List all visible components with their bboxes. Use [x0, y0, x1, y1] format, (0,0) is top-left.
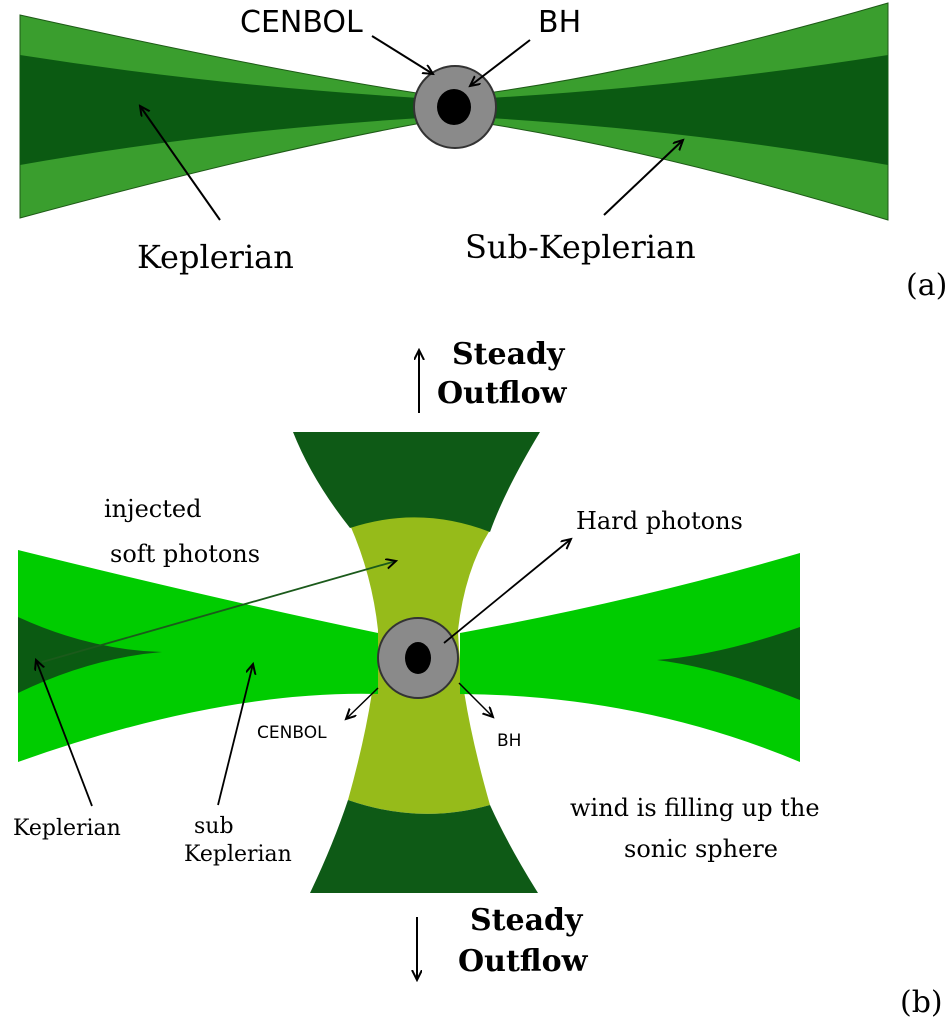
injected-label-line1: injected [104, 495, 201, 523]
panel-label-b: (b) [900, 985, 943, 1020]
left-keplerian-core [18, 617, 162, 693]
right-sub-keplerian-disk [460, 553, 800, 762]
cenbol-label-a: CENBOL [240, 5, 363, 40]
bh-label-a: BH [538, 5, 581, 40]
hard-photons-label: Hard photons [576, 507, 743, 535]
cenbol-arrow-b [346, 687, 379, 719]
sub-keplerian-arrow-a [603, 140, 683, 216]
right-keplerian-core [657, 627, 800, 700]
panel-a: CENBOL BH Keplerian Sub-Keplerian (a) [19, 2, 947, 303]
cenbol-label-b: CENBOL [257, 723, 327, 743]
keplerian-arrow-a [140, 106, 221, 221]
soft-photons-arrow [41, 561, 396, 663]
left-sub-keplerian-disk [18, 550, 378, 762]
keplerian-label-a: Keplerian [137, 238, 294, 276]
black-hole-b [405, 642, 431, 674]
keplerian-arrow-b [36, 660, 93, 807]
sub-keplerian-label-b-line2: Keplerian [184, 842, 292, 867]
steady-outflow-top-line1: Steady [452, 337, 566, 372]
sub-keplerian-arrow-b [217, 664, 253, 806]
wind-label-line1: wind is filling up the [570, 794, 820, 822]
steady-outflow-bottom-line2: Outflow [458, 944, 589, 979]
bh-arrow-b [458, 682, 493, 717]
top-outflow-cone [293, 432, 540, 532]
sub-keplerian-label-b-line1: sub [194, 814, 234, 839]
wind-label-line2: sonic sphere [624, 835, 778, 863]
panel-b: Steady Outflow injected soft photons Har… [13, 337, 943, 1020]
sub-keplerian-label-a: Sub-Keplerian [465, 228, 696, 266]
keplerian-label-b: Keplerian [13, 816, 121, 841]
black-hole-a [437, 89, 471, 125]
bottom-outflow-cone [310, 800, 538, 893]
hard-photons-arrow [443, 539, 571, 644]
bh-label-b: BH [497, 731, 521, 751]
cenbol-arrow-a [371, 35, 433, 74]
steady-outflow-top-line2: Outflow [437, 376, 568, 411]
injected-label-line2: soft photons [110, 540, 260, 568]
steady-outflow-bottom-line1: Steady [470, 903, 584, 938]
panel-label-a: (a) [906, 268, 947, 303]
bh-arrow-a [470, 39, 531, 86]
